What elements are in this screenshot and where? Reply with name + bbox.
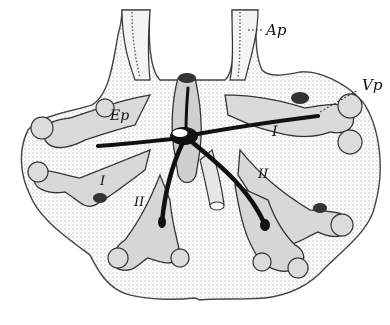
label-i-left: I — [99, 174, 106, 189]
left-lobe-bud-5 — [171, 249, 189, 267]
left-lobe-bud-3 — [28, 162, 48, 182]
label-i-right: I — [271, 124, 278, 140]
left-lobe-bud-1 — [31, 117, 53, 139]
right-dark-spot-2 — [313, 203, 327, 213]
right-lobe-bud-4 — [288, 258, 308, 278]
outer-envelope — [21, 10, 380, 300]
left-dark-spot — [93, 193, 107, 203]
label-ap: Ap — [264, 21, 287, 39]
right-lobe-bud-5 — [253, 253, 271, 271]
label-vp: Vp — [362, 76, 383, 94]
right-dark-spot-1 — [291, 92, 309, 104]
right-lobe-bud-3 — [331, 214, 353, 236]
label-ep: Ep — [109, 108, 129, 124]
vessel-hub-highlight — [172, 129, 188, 138]
label-ii-right: II — [257, 167, 269, 182]
esophagus-end — [210, 202, 224, 210]
central-top-dark — [178, 73, 196, 83]
right-lobe-bud-2 — [338, 130, 362, 154]
right-lobe-bud-1 — [338, 94, 362, 118]
label-ii-left: II — [133, 195, 145, 210]
left-lobe-bud-4 — [108, 248, 128, 268]
vessel-left-end — [158, 216, 166, 228]
vessel-right-end — [260, 219, 270, 231]
